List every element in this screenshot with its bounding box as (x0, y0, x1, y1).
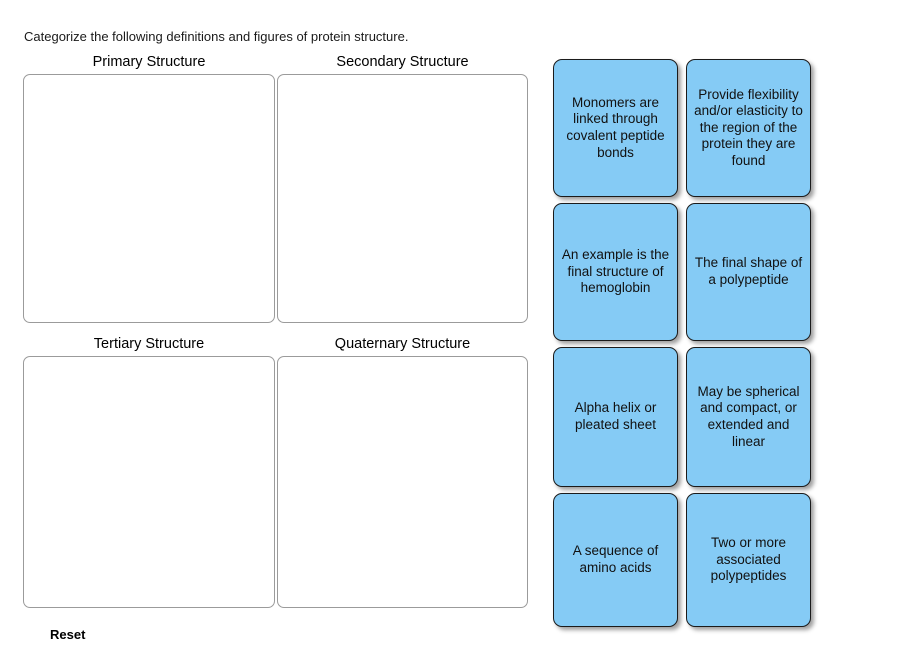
draggable-card[interactable]: An example is the final structure of hem… (553, 203, 678, 341)
draggable-card[interactable]: May be spherical and compact, or extende… (686, 347, 811, 487)
draggable-card[interactable]: The final shape of a polypeptide (686, 203, 811, 341)
category-zones: Primary Structure Secondary Structure Te… (23, 54, 528, 608)
dropzone-secondary-structure[interactable] (277, 74, 528, 323)
category-label-secondary: Secondary Structure (336, 54, 469, 70)
reset-button[interactable]: Reset (50, 627, 86, 642)
draggable-card[interactable]: Two or more associated polypeptides (686, 493, 811, 627)
card-label: The final shape of a polypeptide (694, 255, 803, 287)
card-tray: Monomers are linked through covalent pep… (553, 59, 815, 629)
dropzone-quaternary-structure[interactable] (277, 356, 528, 608)
instruction-text: Categorize the following definitions and… (24, 29, 409, 44)
card-label: Two or more associated polypeptides (710, 535, 787, 584)
category-label-primary: Primary Structure (92, 54, 206, 70)
draggable-card[interactable]: Monomers are linked through covalent pep… (553, 59, 678, 197)
card-label: A sequence of amino acids (572, 543, 659, 575)
category-label-quaternary: Quaternary Structure (334, 336, 471, 352)
card-label: May be spherical and compact, or extende… (697, 383, 800, 449)
card-label: An example is the final structure of hem… (561, 247, 670, 296)
dropzone-primary-structure[interactable] (23, 74, 275, 323)
card-label: Provide flexibility and/or elasticity to… (694, 86, 803, 168)
draggable-card[interactable]: Provide flexibility and/or elasticity to… (686, 59, 811, 197)
draggable-card[interactable]: Alpha helix or pleated sheet (553, 347, 678, 487)
category-label-tertiary: Tertiary Structure (93, 336, 205, 352)
card-label: Alpha helix or pleated sheet (574, 400, 657, 432)
dropzone-tertiary-structure[interactable] (23, 356, 275, 608)
draggable-card[interactable]: A sequence of amino acids (553, 493, 678, 627)
card-label: Monomers are linked through covalent pep… (566, 94, 665, 160)
